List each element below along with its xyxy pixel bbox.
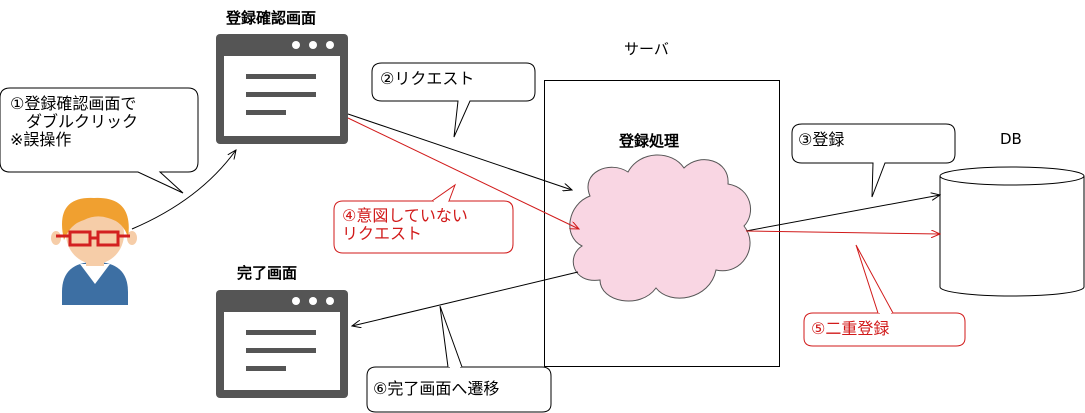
callout-step3-shape [791,123,956,198]
arrow-register-normal [745,195,940,232]
arrow-request-normal [347,113,572,190]
callout-step2-shape [371,62,536,138]
callout-step1: ①登録確認画面で ダブルクリック ※誤操作 [10,95,138,149]
callout-step4-line1: ④意図していない [342,206,468,225]
complete-screen-icon [216,290,348,398]
callout-step6: ⑥完了画面へ遷移 [373,379,500,398]
arrow-to-complete [352,271,579,326]
callout-step6-shape [366,366,552,413]
process-cloud [569,154,752,302]
confirm-screen-icon [216,34,348,144]
callout-step1-line1: ①登録確認画面で [10,94,137,113]
callout-step4-line2: リクエスト [342,224,423,243]
arrow-request-duplicate [347,117,579,229]
arrow-user-to-screen [131,150,236,230]
callout-step4: ④意図していない リクエスト [342,207,468,243]
callout-step3: ③登録 [798,130,845,149]
user-icon [51,197,137,305]
db-title: DB [1000,130,1022,148]
arrow-register-duplicate [745,231,940,234]
callout-step2: ②リクエスト [380,69,475,88]
callout-step5-shape [803,312,966,347]
server-title: サーバ [624,40,669,58]
callout-step1-line3: ※誤操作 [10,130,72,149]
callout-step1-shape [0,87,199,194]
complete-screen-title: 完了画面 [237,264,298,282]
database-icon [939,166,1085,297]
callout-step5: ⑤二重登録 [811,319,890,338]
confirm-screen-title: 登録確認画面 [226,9,317,27]
callout-step4-shape [333,200,514,254]
callout-step1-line2: ダブルクリック [10,112,139,131]
process-label: 登録処理 [619,132,680,150]
